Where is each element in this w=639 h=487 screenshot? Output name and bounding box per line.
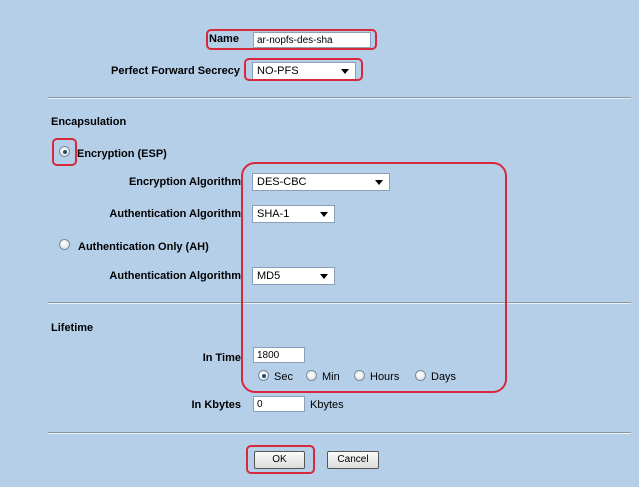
- lifetime-heading: Lifetime: [51, 322, 94, 334]
- ah-auth-algo-select[interactable]: MD5: [252, 267, 335, 285]
- enc-algo-select[interactable]: DES-CBC: [252, 173, 390, 191]
- enc-algo-label: Encryption Algorithm: [128, 176, 241, 188]
- ah-radio[interactable]: [59, 239, 70, 250]
- enc-algo-select-value: DES-CBC: [257, 176, 307, 188]
- pfs-select[interactable]: NO-PFS: [252, 62, 356, 80]
- time-unit-days-radio[interactable]: [415, 370, 426, 381]
- in-kbytes-input[interactable]: [253, 396, 305, 412]
- divider-middle: [48, 302, 631, 304]
- kbytes-unit-label: Kbytes: [310, 399, 344, 411]
- time-unit-hours-label: Hours: [370, 371, 400, 383]
- time-unit-min-radio[interactable]: [306, 370, 317, 381]
- in-time-input[interactable]: [253, 347, 305, 363]
- esp-label: Encryption (ESP): [77, 148, 167, 160]
- encapsulation-heading: Encapsulation: [51, 116, 127, 128]
- esp-radio[interactable]: [59, 146, 70, 157]
- name-label: Name: [209, 33, 239, 45]
- ah-auth-algo-select-value: MD5: [257, 270, 281, 282]
- time-unit-hours-radio[interactable]: [354, 370, 365, 381]
- divider-bottom: [48, 432, 631, 434]
- ah-label: Authentication Only (AH): [78, 241, 209, 253]
- pfs-label: Perfect Forward Secrecy: [110, 65, 240, 77]
- time-unit-sec-label: Sec: [274, 371, 293, 383]
- ok-button[interactable]: OK: [254, 451, 305, 469]
- time-unit-sec-radio[interactable]: [258, 370, 269, 381]
- auth-algo-label: Authentication Algorithm: [109, 208, 241, 220]
- time-unit-days-label: Days: [431, 371, 457, 383]
- ah-auth-algo-label: Authentication Algorithm: [109, 270, 241, 282]
- chevron-down-icon: [341, 69, 349, 74]
- divider-top: [48, 97, 631, 99]
- auth-algo-select[interactable]: SHA-1: [252, 205, 335, 223]
- chevron-down-icon: [320, 274, 328, 279]
- in-time-label: In Time: [202, 352, 241, 364]
- in-kbytes-label: In Kbytes: [191, 399, 241, 411]
- auth-algo-select-value: SHA-1: [257, 208, 290, 220]
- chevron-down-icon: [320, 212, 328, 217]
- name-input[interactable]: [253, 32, 371, 48]
- chevron-down-icon: [375, 180, 383, 185]
- pfs-select-value: NO-PFS: [257, 65, 299, 77]
- time-unit-min-label: Min: [322, 371, 340, 383]
- cancel-button[interactable]: Cancel: [327, 451, 379, 469]
